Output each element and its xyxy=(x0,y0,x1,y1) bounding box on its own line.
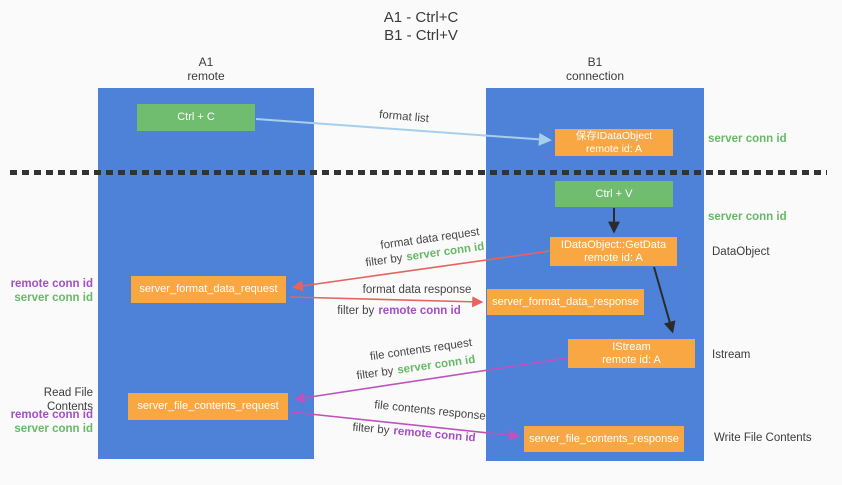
read-file-contents-text: Read File Contents xyxy=(43,387,93,413)
ctrl-c-label: Ctrl + C xyxy=(177,111,215,123)
phase-separator-dotted-line xyxy=(10,170,827,175)
ctrl-v-node: Ctrl + V xyxy=(555,181,673,207)
title-line-2: B1 - Ctrl+V xyxy=(384,27,458,44)
server-conn-id-right-mid-label: server conn id xyxy=(708,211,787,223)
getdata-line1: IDataObject::GetData xyxy=(560,238,667,251)
right-lifeline-header: B1 connection xyxy=(535,55,655,83)
format-data-response-label: format data response xyxy=(363,284,472,296)
format-list-label: format list xyxy=(379,109,430,125)
remote-conn-id-left-label-2: remote conn id xyxy=(10,409,93,421)
filter-by-text: filter by xyxy=(355,365,395,383)
server-conn-id-left-label-1: server conn id xyxy=(14,292,93,304)
ctrl-v-label: Ctrl + V xyxy=(595,187,633,200)
save-idataobject-line1: 保存IDataObject xyxy=(575,130,653,142)
filter-by-text: filter by xyxy=(364,252,404,270)
format-list-text: format list xyxy=(378,108,430,126)
diagram-title: A1 - Ctrl+C B1 - Ctrl+V xyxy=(0,9,842,45)
server-conn-id-right-top-label: server conn id xyxy=(708,133,787,145)
save-idataobject-line2: remote id: A xyxy=(585,142,643,155)
server-conn-id-left-label-2: server conn id xyxy=(14,423,93,435)
server-format-data-request-node: server_format_data_request xyxy=(131,276,286,303)
filter-by-text: filter by xyxy=(351,421,390,437)
file-contents-response-label: file contents response xyxy=(374,399,487,423)
server-conn-id-text: server conn id xyxy=(708,211,787,223)
left-lifeline-subtitle: remote xyxy=(187,69,225,83)
getdata-node: IDataObject::GetData remote id: A xyxy=(550,237,677,266)
istream-text: Istream xyxy=(712,349,751,361)
read-file-contents-label: Read File Contents xyxy=(0,386,93,414)
write-file-contents-text: Write File Contents xyxy=(714,432,812,444)
right-lifeline-subtitle: connection xyxy=(565,69,625,83)
left-lifeline-header: A1 remote xyxy=(146,55,266,83)
server-file-contents-request-node: server_file_contents_request xyxy=(128,393,288,420)
remote-conn-id-left-label-1: remote conn id xyxy=(10,278,93,290)
dataobject-label: DataObject xyxy=(712,246,770,258)
left-lifeline-title: A1 xyxy=(198,55,214,69)
left-conn-id-stack-1: remote conn id server conn id xyxy=(0,277,93,305)
format-data-response-text: format data response xyxy=(362,284,472,296)
filter-by-text: filter by xyxy=(337,305,375,317)
ctrl-c-node: Ctrl + C xyxy=(137,104,255,131)
title-line-1: A1 - Ctrl+C xyxy=(383,9,459,26)
dataobject-text: DataObject xyxy=(712,246,770,258)
server-format-data-response-label: server_format_data_response xyxy=(492,295,639,308)
istream-side-label: Istream xyxy=(712,349,750,361)
format-data-response-arrow xyxy=(289,296,484,308)
right-lifeline-title: B1 xyxy=(587,55,603,69)
server-format-data-response-node: server_format_data_response xyxy=(487,289,644,315)
left-conn-id-stack-2: remote conn id server conn id xyxy=(0,408,93,436)
server-conn-id-text: server conn id xyxy=(708,133,787,145)
istream-line1: IStream xyxy=(612,340,651,353)
istream-line2: remote id: A xyxy=(602,353,661,366)
server-file-contents-response-node: server_file_contents_response xyxy=(524,426,684,452)
remote-conn-id-text: remote conn id xyxy=(378,305,461,317)
server-file-contents-request-label: server_file_contents_request xyxy=(137,400,279,412)
getdata-line2: remote id: A xyxy=(584,251,643,264)
write-file-contents-label: Write File Contents xyxy=(714,432,812,444)
server-file-contents-response-label: server_file_contents_response xyxy=(529,432,679,445)
istream-node: IStream remote id: A xyxy=(568,339,695,368)
save-idataobject-node: 保存IDataObject remote id: A xyxy=(555,129,673,156)
remote-conn-id-text: remote conn id xyxy=(392,425,477,445)
file-contents-response-text: file contents response xyxy=(373,399,487,423)
server-format-data-request-label: server_format_data_request xyxy=(139,283,278,295)
